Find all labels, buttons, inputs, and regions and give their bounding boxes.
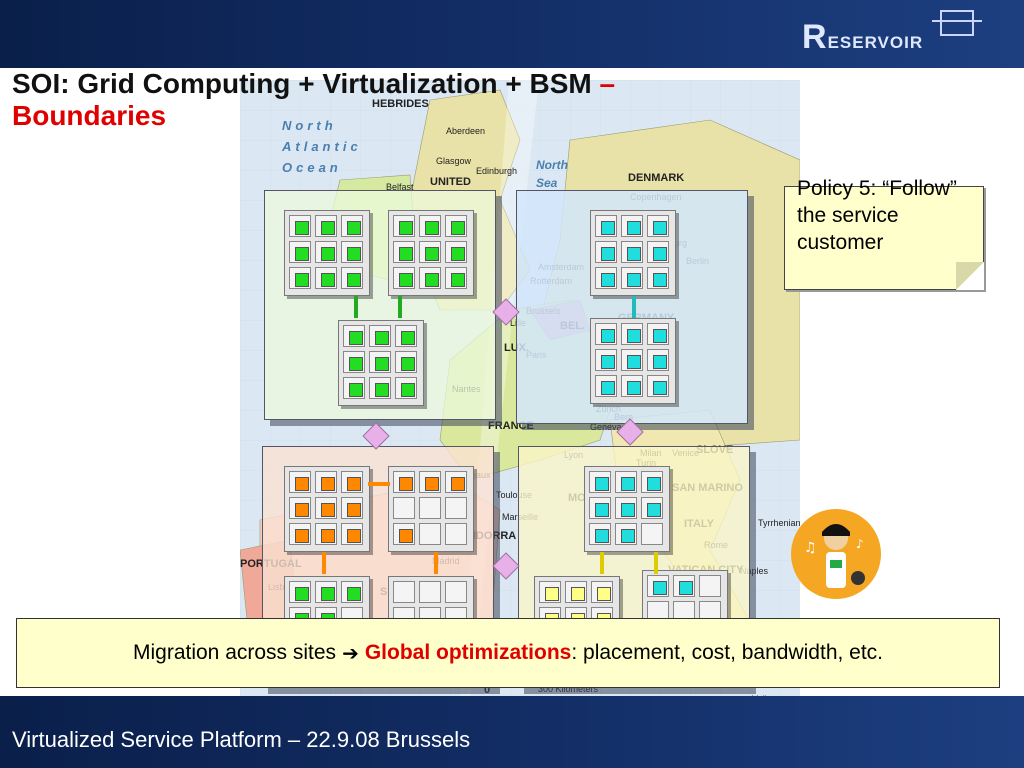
map-place-label: Nantes (452, 384, 481, 394)
map-place-label: Turin (636, 458, 657, 468)
map-place-label: PORTUGAL (240, 558, 302, 570)
title-line2: Boundaries (12, 100, 167, 131)
map-place-label: FRANCE (488, 420, 534, 432)
map-place-label: Paris (526, 350, 547, 360)
map-place-label: Lyon (564, 450, 584, 460)
map-place-label: Toulouse (496, 490, 533, 500)
map-place-label: Cologne (612, 276, 646, 286)
map-place-label: Bern (614, 412, 634, 422)
map-place-label: Aberdeen (446, 126, 486, 136)
service-customer-icon: ♫ ♪ (790, 508, 882, 600)
map-place-label: Belfast (386, 182, 414, 192)
map-place-label: Brussels (526, 306, 561, 316)
map-place-label: Berlin (686, 256, 710, 266)
europe-map: North Atlantic Ocean North Sea HEBRIDES A… (240, 80, 800, 700)
logo-frame-icon (932, 10, 982, 36)
banner-highlight: Global optimizations (364, 641, 572, 664)
map-place-label: Rotterdam (530, 276, 573, 286)
map-place-label: Rome (704, 540, 729, 550)
svg-text:♫: ♫ (804, 540, 817, 556)
map-place-label: Hamburg (650, 238, 688, 248)
map-place-label: Madrid (432, 556, 460, 566)
banner-prefix: Migration across sites (132, 641, 337, 664)
policy-callout: Policy 5: “Follow” the service customer (784, 177, 984, 290)
north-sea-label-1: North (536, 158, 568, 172)
atlantic-ocean-label: North Atlantic Ocean (282, 115, 362, 178)
north-sea-label: North Sea (536, 156, 568, 192)
map-place-label: ITALY (684, 518, 714, 530)
footer-text: Virtualized Service Platform – 22.9.08 B… (12, 727, 471, 752)
map-place-label: GERMANY (618, 312, 675, 324)
map-place-label: LUX. (504, 342, 530, 354)
header-band (0, 0, 1024, 68)
atlantic-label-3: Ocean (282, 160, 342, 175)
title-line1: SOI: Grid Computing + Virtualization + B… (12, 68, 600, 99)
map-place-label: Amsterdam (538, 262, 585, 272)
map-place-label: Lisbon (268, 582, 295, 592)
map-place-label: Milan (640, 448, 662, 458)
map-place-label: Marseille (502, 512, 539, 522)
map-place-label: SPAIN (380, 586, 413, 598)
atlantic-label-2: Atlantic (282, 139, 362, 154)
slide-title: SOI: Grid Computing + Virtualization + B… (12, 68, 792, 132)
footer-band (0, 696, 1024, 768)
callout-fold (956, 262, 984, 290)
map-place-label: Venice (672, 448, 700, 458)
map-place-label: 300 Kilometers (538, 684, 599, 694)
map-place-label: Geneva (590, 422, 622, 432)
banner-suffix: : placement, cost, bandwidth, etc. (571, 641, 884, 664)
map-place-label: Glasgow (436, 156, 472, 166)
map-place-label: UNITED (430, 176, 471, 188)
map-place-label: BEL. (560, 320, 586, 332)
reservoir-logo: RESERVOIR (802, 18, 923, 57)
north-sea-label-2: Sea (536, 176, 558, 190)
title-dash: – (599, 68, 616, 99)
migration-banner: Migration across sites ➔ Global optimiza… (16, 618, 1000, 688)
logo-rest: ESERVOIR (827, 33, 924, 52)
map-place-label: MONACO (568, 492, 619, 504)
map-place-label: VATICAN CITY (668, 564, 744, 576)
right-arrow-icon: ➔ (342, 642, 359, 665)
map-place-label: SAN MARINO (672, 482, 743, 494)
map-place-label: Copenhagen (630, 192, 682, 202)
svg-text:♪: ♪ (856, 537, 864, 551)
map-place-label: 0 (484, 684, 491, 696)
map-place-label: ANDORRA (460, 530, 517, 542)
map-place-label: SLOVE (696, 444, 734, 456)
map-place-label: Edinburgh (476, 166, 518, 176)
map-place-label: Bordeaux (452, 470, 491, 480)
logo-initial: R (802, 18, 828, 56)
map-place-label: HEBRIDES (372, 98, 429, 110)
map-place-label: Tyrrhenian Sea (758, 518, 800, 528)
map-place-label: DENMARK (628, 172, 685, 184)
map-place-label: Lille (510, 318, 527, 328)
map-place-label: Naples (740, 566, 769, 576)
policy-callout-text: Policy 5: “Follow” the service customer (797, 177, 957, 254)
atlantic-label-1: North (282, 118, 337, 133)
